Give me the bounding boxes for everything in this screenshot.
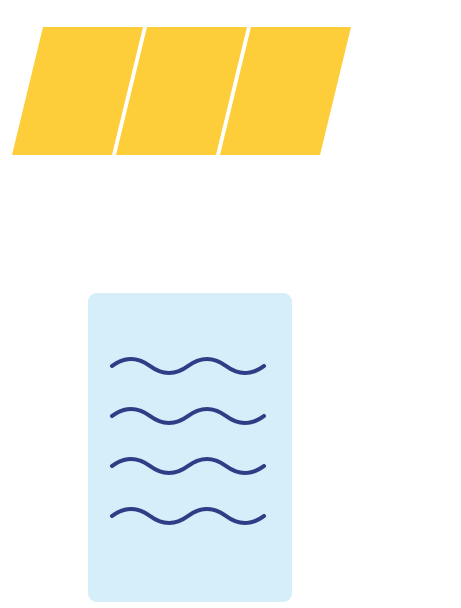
card-background: [88, 293, 292, 602]
wave-line-3: [110, 457, 266, 475]
stripe-1: [12, 27, 143, 155]
stripe-3: [220, 27, 351, 155]
stripe-2: [116, 27, 247, 155]
wave-line-2: [110, 407, 266, 425]
wave-line-4: [110, 507, 266, 525]
document-card-icon: [88, 293, 292, 602]
yellow-stripes-decoration: [12, 27, 351, 155]
wave-line-1: [110, 357, 266, 375]
